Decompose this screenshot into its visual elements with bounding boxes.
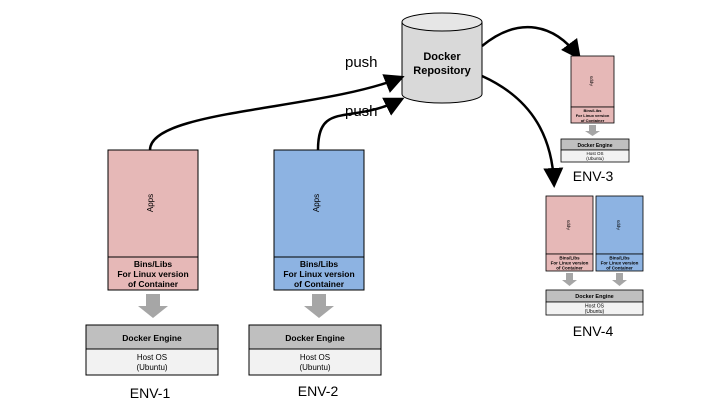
env4-right-bins-line3: of Container [606,266,633,271]
env4-os-line1: Host OS [585,304,605,310]
env2-os-line2: (Ubuntu) [299,363,330,372]
env4-right-apps-label: Apps [616,219,621,230]
env4-label: ENV-4 [573,323,614,339]
env4-left-bins-line3: of Container [556,266,583,271]
env1-bins-box [107,256,199,291]
pull-arrow-env3 [481,25,581,61]
env4-engine-label: Docker Engine [575,294,614,300]
push-label-1: push [345,54,378,71]
env1-bins-line2: For Linux version [117,269,188,279]
env4-right-bins-line1: Bins/Libs [609,256,630,261]
env2-bins-line2: For Linux version [283,269,354,279]
env3-down-arrow [585,125,600,136]
env2-apps-label: Apps [312,194,321,212]
env3-apps-label: Apps [589,75,594,86]
push-arrow-env1 [148,74,405,151]
env1-os-line2: (Ubuntu) [136,363,167,372]
env4-left-bins-box [545,253,594,272]
env4-os-box [545,301,644,316]
env2-apps-box [273,149,365,258]
env2-os-box [248,348,382,376]
env1-engine-label: Docker Engine [122,333,182,343]
env3-bins-line3: of Container [581,118,605,123]
env4-os-line2: (Ubuntu) [585,309,605,315]
env1-label: ENV-1 [130,385,171,401]
env4-right-down-arrow [612,273,627,286]
env-1: Apps Bins/Libs For Linux version of Cont… [85,149,219,401]
env2-down-arrow [304,294,334,318]
env3-label: ENV-3 [573,168,614,184]
env2-bins-line3: of Container [294,279,345,289]
repository-label-line2: Repository [413,65,471,77]
env1-apps-label: Apps [146,194,155,212]
env2-engine-box [248,324,382,350]
env2-os-line1: Host OS [300,353,330,362]
pull-arrow-env4 [481,74,564,188]
docker-repository: Docker Repository [401,12,483,104]
env3-os-line1: Host OS [586,151,603,156]
env4-left-down-arrow [562,273,577,286]
push-arrow-env2 [316,97,405,151]
env3-bins-line2: For Linux version [576,113,610,118]
env2-bins-line1: Bins/Libs [300,259,339,269]
env1-os-line1: Host OS [137,353,167,362]
push-label-2: push [345,103,378,120]
env2-engine-label: Docker Engine [285,333,345,343]
env2-label: ENV-2 [298,383,339,399]
env3-engine-label: Docker Engine [577,143,612,149]
env-4: Apps Bins/Libs For Linux version of Cont… [545,195,644,339]
env-3: Apps Bins/Libs For Linux version of Cont… [560,55,630,184]
env4-left-apps-box [545,195,594,255]
env1-os-box [85,348,219,376]
env3-bins-box [570,106,615,124]
env1-down-arrow [138,294,168,318]
env3-bins-line1: Bins/Libs [583,108,602,113]
env4-left-apps-label: Apps [566,219,571,230]
env3-os-box [560,149,630,163]
env1-bins-line3: of Container [128,279,179,289]
env3-os-line2: (Ubuntu) [586,156,604,161]
env2-bins-box [273,256,365,291]
env4-right-bins-line2: For Linux version [601,261,639,266]
env1-engine-box [85,324,219,350]
env-2: Apps Bins/Libs For Linux version of Cont… [248,149,382,399]
env4-right-bins-box [595,253,644,272]
env4-right-apps-box [595,195,644,255]
env4-left-bins-line2: For Linux version [551,261,589,266]
env4-left-bins-line1: Bins/Libs [559,256,580,261]
env1-apps-box [107,149,199,258]
repository-label-line1: Docker [423,51,461,63]
env1-bins-line1: Bins/Libs [134,259,173,269]
